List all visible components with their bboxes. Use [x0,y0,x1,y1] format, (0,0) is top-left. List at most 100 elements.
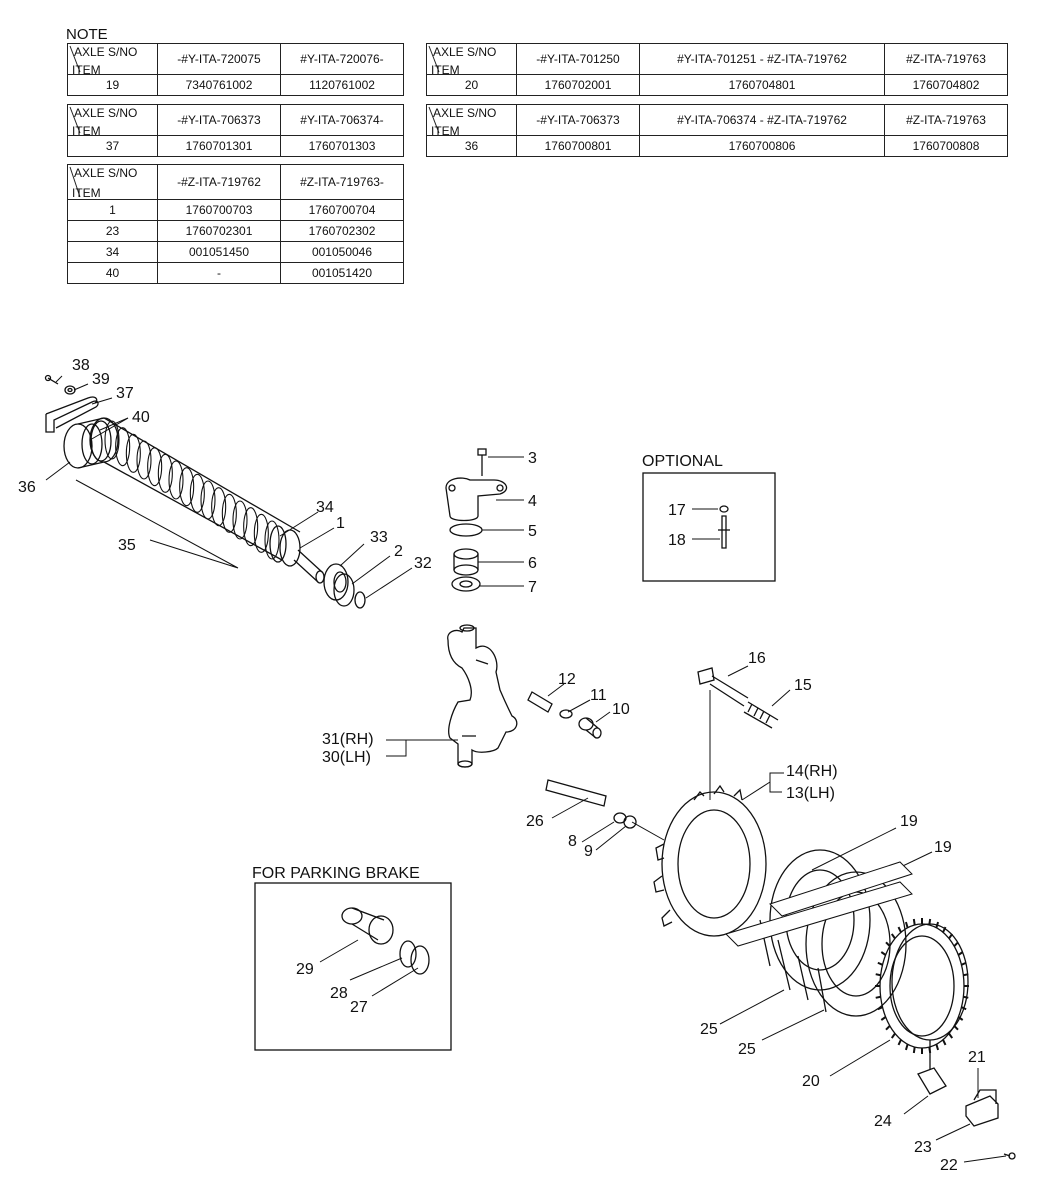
column-header: #Y-ITA-720076- [280,43,404,75]
nut-9 [623,815,637,829]
callout-37: 37 [116,385,134,402]
header-axle-label: AXLE S/NO [74,45,138,59]
header-axle-label: AXLE S/NO [74,166,138,180]
header-axle-label: AXLE S/NO [433,106,497,120]
part-number-cell: 1760704801 [639,74,885,96]
gear-tooth [890,933,896,940]
callout-1: 1 [336,515,345,532]
o-ring-27 [410,945,430,975]
spline-ring [232,500,248,540]
spline-ring [243,507,259,547]
header-item-label: ITEM [431,124,460,138]
spring-15 [743,701,779,729]
pin-26 [545,779,607,807]
o-ring-5 [449,523,483,537]
column-header: #Y-ITA-706374 - #Z-ITA-719762 [639,104,885,136]
part-number-cell: 1760700801 [516,135,640,157]
grease-fitting-18 [718,515,730,549]
gear-tooth [885,941,891,947]
bolt-16 [697,667,749,707]
callout-33: 33 [370,529,388,546]
plug-10 [578,717,602,739]
part-number-cell: 1760700806 [639,135,885,157]
spline-ring [125,433,141,473]
item-cell: 36 [426,135,517,157]
cap-17 [719,505,729,513]
optional-title: OPTIONAL [642,453,723,470]
callout-2: 2 [394,543,403,560]
spline-ring [179,467,195,507]
item-cell: 23 [67,220,158,242]
callout-5: 5 [528,523,537,540]
callout-12: 12 [558,671,576,688]
o-ring-34 [269,525,287,563]
gear-tooth [880,1016,887,1021]
part-number-cell: 7340761002 [157,74,281,96]
spline-ring [168,460,184,500]
part-number-cell: 1760702001 [516,74,640,96]
callout-36: 36 [18,479,36,496]
parking-brake-title: FOR PARKING BRAKE [252,865,420,882]
spline-ring [264,520,280,560]
gear-tooth [935,921,940,929]
header-item-label: ITEM [72,186,101,200]
callout-14-rh: 14(RH) [786,763,838,780]
callout-21: 21 [968,1049,986,1066]
note-table-item-20: AXLE S/NO ITEM -#Y-ITA-701250 #Y-ITA-701… [426,43,1008,96]
screw-38 [44,374,59,385]
gear-tooth [904,921,909,929]
gear-tooth [877,1006,883,1011]
note-title: NOTE [66,26,108,43]
friction-plate-25 [759,919,827,1013]
spline-ring [189,473,205,513]
gear-tooth [875,995,881,999]
callout-9: 9 [584,843,593,860]
gear-tooth [948,933,954,940]
cap-4 [445,477,508,522]
spline-ring [115,427,131,467]
callout-7: 7 [528,579,537,596]
column-header: -#Z-ITA-719762 [157,164,281,200]
callout-15: 15 [794,677,812,694]
column-header: #Z-ITA-719763 [884,43,1008,75]
gear-tooth [912,918,916,926]
part-number-cell: 1760701301 [157,135,281,157]
part-number-cell: 1760702301 [157,220,281,242]
gear-tooth [877,961,883,966]
table-header-cell: AXLE S/NO ITEM [67,164,158,200]
thrust-washer-7 [451,576,481,592]
item-cell: 37 [67,135,158,157]
column-header: #Y-ITA-706374- [280,104,404,136]
callout-40: 40 [132,409,150,426]
note-table-item-36: AXLE S/NO ITEM -#Y-ITA-706373 #Y-ITA-706… [426,104,1008,157]
gear-tooth [963,995,969,999]
gear-tooth [957,1016,964,1021]
gear-tooth [885,1025,891,1031]
note-table-item-37: AXLE S/NO ITEM -#Y-ITA-706373 #Y-ITA-706… [67,104,404,157]
o-ring-2 [333,573,355,607]
callout-39: 39 [92,371,110,388]
part-number-cell: 1760700703 [157,199,281,221]
callout-38: 38 [72,357,90,374]
callout-25-second: 25 [738,1041,756,1058]
table-header-cell: AXLE S/NO ITEM [426,104,517,138]
callout-17: 17 [668,502,686,519]
part-number-cell: 001051420 [280,262,404,284]
gear-tooth [963,973,969,977]
header-item-label: ITEM [72,63,101,77]
callout-23: 23 [914,1139,932,1156]
optional-box [642,472,776,582]
note-table-items-1-23-34-40: AXLE S/NO ITEM -#Z-ITA-719762 #Z-ITA-719… [67,164,404,284]
callout-3: 3 [528,450,537,467]
gear-tooth [957,951,964,956]
callout-35: 35 [118,537,136,554]
callout-27: 27 [350,999,368,1016]
gear-tooth [942,1039,947,1046]
callout-labels: 38 39 37 40 36 35 34 1 33 2 32 3 4 5 6 7… [18,357,986,1174]
part-number-cell: 1760704802 [884,74,1008,96]
disc-label-bands [725,861,913,947]
callout-20: 20 [802,1073,820,1090]
gear-tooth [961,1006,967,1011]
header-axle-label: AXLE S/NO [74,106,138,120]
spline-ring [200,480,216,520]
